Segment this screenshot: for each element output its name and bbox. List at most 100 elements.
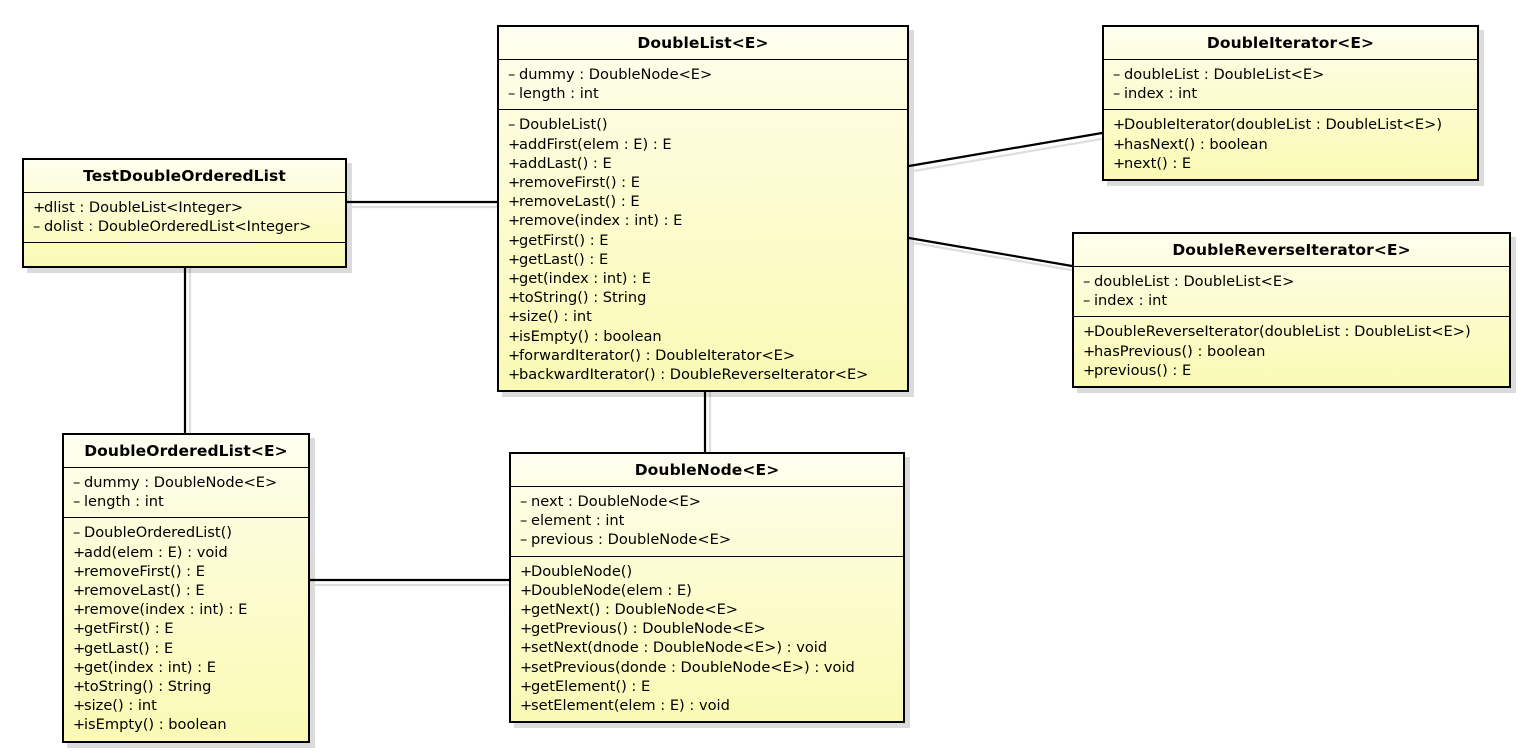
visibility-marker: + bbox=[520, 562, 533, 580]
member-signature: hasNext() : boolean bbox=[1124, 135, 1268, 153]
visibility-marker: + bbox=[508, 289, 521, 307]
member-signature: doubleList : DoubleList<E> bbox=[1094, 273, 1295, 290]
visibility-marker: – bbox=[1083, 292, 1091, 310]
class-member-row: +DoubleNode() bbox=[520, 562, 895, 581]
class-box-doubleorderedlist[interactable]: DoubleOrderedList<E> –dummy : DoubleNode… bbox=[62, 433, 310, 743]
class-box-doublereverseiterator[interactable]: DoubleReverseIterator<E> –doubleList : D… bbox=[1072, 232, 1511, 389]
class-divider bbox=[511, 486, 903, 487]
member-signature: element : int bbox=[531, 512, 625, 530]
class-member-row: +getFirst() : E bbox=[73, 619, 300, 638]
class-member-row: +removeFirst() : E bbox=[73, 562, 300, 581]
class-divider bbox=[24, 242, 345, 244]
visibility-marker: + bbox=[1113, 135, 1126, 153]
visibility-marker: + bbox=[1113, 116, 1126, 134]
class-name-doublelist: DoubleList<E> bbox=[637, 34, 769, 52]
class-name-testdoubleorderedlist: TestDoubleOrderedList bbox=[83, 167, 286, 185]
member-signature: get(index : int) : E bbox=[519, 270, 651, 288]
visibility-marker: + bbox=[508, 135, 521, 153]
visibility-marker: + bbox=[520, 697, 533, 715]
operations-compartment-doubleiterator: +DoubleIterator(doubleList : DoubleList<… bbox=[1104, 110, 1477, 179]
class-member-row: +forwardIterator() : DoubleIterator<E> bbox=[508, 346, 899, 365]
class-member-row: –element : int bbox=[520, 511, 895, 530]
visibility-marker: – bbox=[508, 66, 516, 83]
attributes-compartment-doublenode: –next : DoubleNode<E>–element : int–prev… bbox=[511, 487, 903, 556]
class-box-doublenode[interactable]: DoubleNode<E> –next : DoubleNode<E>–elem… bbox=[509, 452, 905, 724]
member-signature: remove(index : int) : E bbox=[519, 212, 683, 230]
class-member-row: –doubleList : DoubleList<E> bbox=[1113, 65, 1469, 84]
class-member-row: +add(elem : E) : void bbox=[73, 543, 300, 562]
operations-compartment-doublereverseiterator: +DoubleReverseIterator(doubleList : Doub… bbox=[1074, 317, 1509, 386]
member-signature: previous() : E bbox=[1094, 361, 1192, 379]
class-member-row: +remove(index : int) : E bbox=[508, 211, 899, 230]
visibility-marker: + bbox=[1083, 342, 1096, 360]
attributes-compartment-testdoubleorderedlist: +dlist : DoubleList<Integer>–dolist : Do… bbox=[24, 193, 345, 242]
class-member-row: +getElement() : E bbox=[520, 677, 895, 696]
attributes-compartment-doubleorderedlist: –dummy : DoubleNode<E>–length : int bbox=[64, 468, 308, 517]
visibility-marker: – bbox=[520, 531, 528, 549]
visibility-marker: – bbox=[1113, 66, 1121, 83]
class-divider bbox=[64, 467, 308, 468]
visibility-marker: – bbox=[73, 524, 81, 542]
visibility-marker: + bbox=[73, 562, 86, 580]
class-member-row: +get(index : int) : E bbox=[73, 658, 300, 677]
visibility-marker: + bbox=[508, 250, 521, 268]
class-box-doublelist[interactable]: DoubleList<E> –dummy : DoubleNode<E>–len… bbox=[497, 25, 909, 393]
class-member-row: –index : int bbox=[1083, 291, 1501, 310]
attributes-compartment-doublereverseiterator: –doubleList : DoubleList<E>–index : int bbox=[1074, 267, 1509, 316]
class-member-row: +getPrevious() : DoubleNode<E> bbox=[520, 619, 895, 638]
member-signature: index : int bbox=[1094, 292, 1168, 310]
operations-compartment-doubleorderedlist: –DoubleOrderedList()+add(elem : E) : voi… bbox=[64, 518, 308, 740]
member-signature: setElement(elem : E) : void bbox=[531, 697, 730, 715]
visibility-marker: + bbox=[73, 658, 86, 676]
visibility-marker: + bbox=[73, 716, 86, 734]
class-divider bbox=[1074, 316, 1509, 318]
class-member-row: +setNext(dnode : DoubleNode<E>) : void bbox=[520, 638, 895, 657]
class-member-row: +getNext() : DoubleNode<E> bbox=[520, 600, 895, 619]
class-member-row: +next() : E bbox=[1113, 154, 1469, 173]
class-member-row: +remove(index : int) : E bbox=[73, 600, 300, 619]
member-signature: removeLast() : E bbox=[519, 193, 640, 211]
class-member-row: +DoubleIterator(doubleList : DoubleList<… bbox=[1113, 115, 1469, 134]
member-signature: removeFirst() : E bbox=[84, 562, 205, 580]
visibility-marker: + bbox=[508, 231, 521, 249]
member-signature: isEmpty() : boolean bbox=[84, 716, 227, 734]
member-signature: next : DoubleNode<E> bbox=[531, 493, 702, 510]
visibility-marker: + bbox=[73, 543, 86, 561]
member-signature: DoubleOrderedList() bbox=[84, 524, 233, 542]
class-member-row: –DoubleOrderedList() bbox=[73, 523, 300, 542]
class-member-row: –next : DoubleNode<E> bbox=[520, 492, 895, 511]
visibility-marker: – bbox=[508, 85, 516, 103]
class-divider bbox=[499, 109, 907, 111]
operations-compartment-doublelist: –DoubleList()+addFirst(elem : E) : E+add… bbox=[499, 110, 907, 390]
visibility-marker: + bbox=[73, 620, 86, 638]
visibility-marker: + bbox=[520, 639, 533, 657]
member-signature: doubleList : DoubleList<E> bbox=[1124, 66, 1325, 83]
member-signature: next() : E bbox=[1124, 154, 1192, 172]
visibility-marker: + bbox=[1083, 361, 1096, 379]
class-box-testdoubleorderedlist[interactable]: TestDoubleOrderedList +dlist : DoubleLis… bbox=[22, 158, 347, 269]
member-signature: index : int bbox=[1124, 85, 1198, 103]
member-signature: DoubleNode(elem : E) bbox=[531, 581, 692, 599]
class-member-row: –DoubleList() bbox=[508, 115, 899, 134]
member-signature: getNext() : DoubleNode<E> bbox=[531, 601, 739, 619]
member-signature: toString() : String bbox=[519, 289, 647, 307]
class-member-row: –length : int bbox=[73, 492, 300, 511]
visibility-marker: + bbox=[73, 601, 86, 619]
visibility-marker: + bbox=[508, 270, 521, 288]
member-signature: remove(index : int) : E bbox=[84, 601, 248, 619]
visibility-marker: – bbox=[1083, 273, 1091, 290]
visibility-marker: – bbox=[73, 493, 81, 511]
class-member-row: +backwardIterator() : DoubleReverseItera… bbox=[508, 365, 899, 384]
visibility-marker: + bbox=[520, 658, 533, 676]
member-signature: getFirst() : E bbox=[84, 620, 174, 638]
class-member-row: +removeLast() : E bbox=[73, 581, 300, 600]
member-signature: toString() : String bbox=[84, 678, 212, 696]
class-box-doubleiterator[interactable]: DoubleIterator<E> –doubleList : DoubleLi… bbox=[1102, 25, 1479, 182]
visibility-marker: – bbox=[33, 218, 41, 236]
class-member-row: +isEmpty() : boolean bbox=[508, 327, 899, 346]
visibility-marker: + bbox=[520, 601, 533, 619]
class-member-row: –length : int bbox=[508, 84, 899, 103]
class-member-row: +get(index : int) : E bbox=[508, 269, 899, 288]
visibility-marker: – bbox=[520, 493, 528, 510]
